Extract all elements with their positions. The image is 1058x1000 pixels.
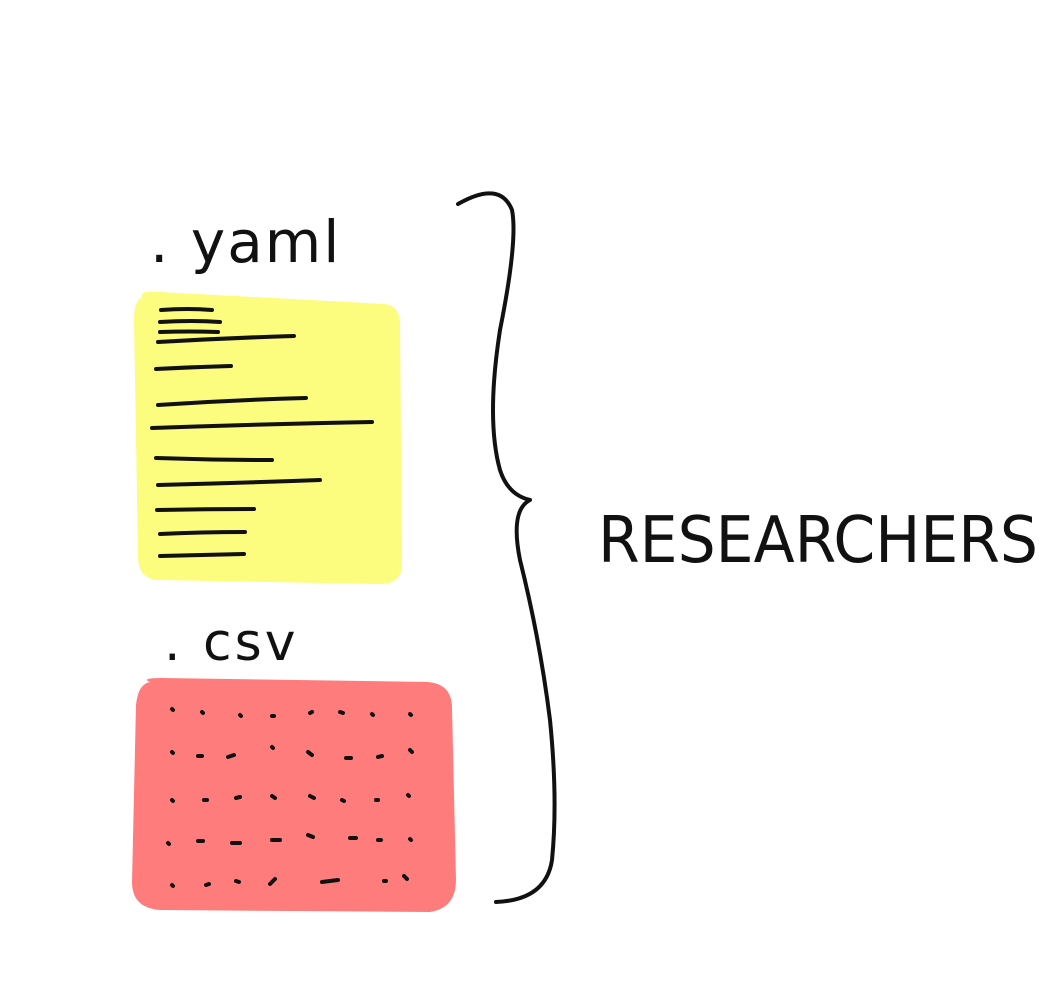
yaml-text-lines <box>150 307 374 558</box>
csv-dot-grid <box>166 707 414 888</box>
curly-brace <box>456 191 557 904</box>
yaml-label: . yaml <box>150 208 341 276</box>
csv-label: . csv <box>164 613 299 673</box>
csv-block <box>132 678 456 912</box>
csv-file-icon <box>132 678 456 912</box>
yaml-file-icon <box>134 291 403 584</box>
group-label: RESEARCHERS <box>598 504 1038 578</box>
